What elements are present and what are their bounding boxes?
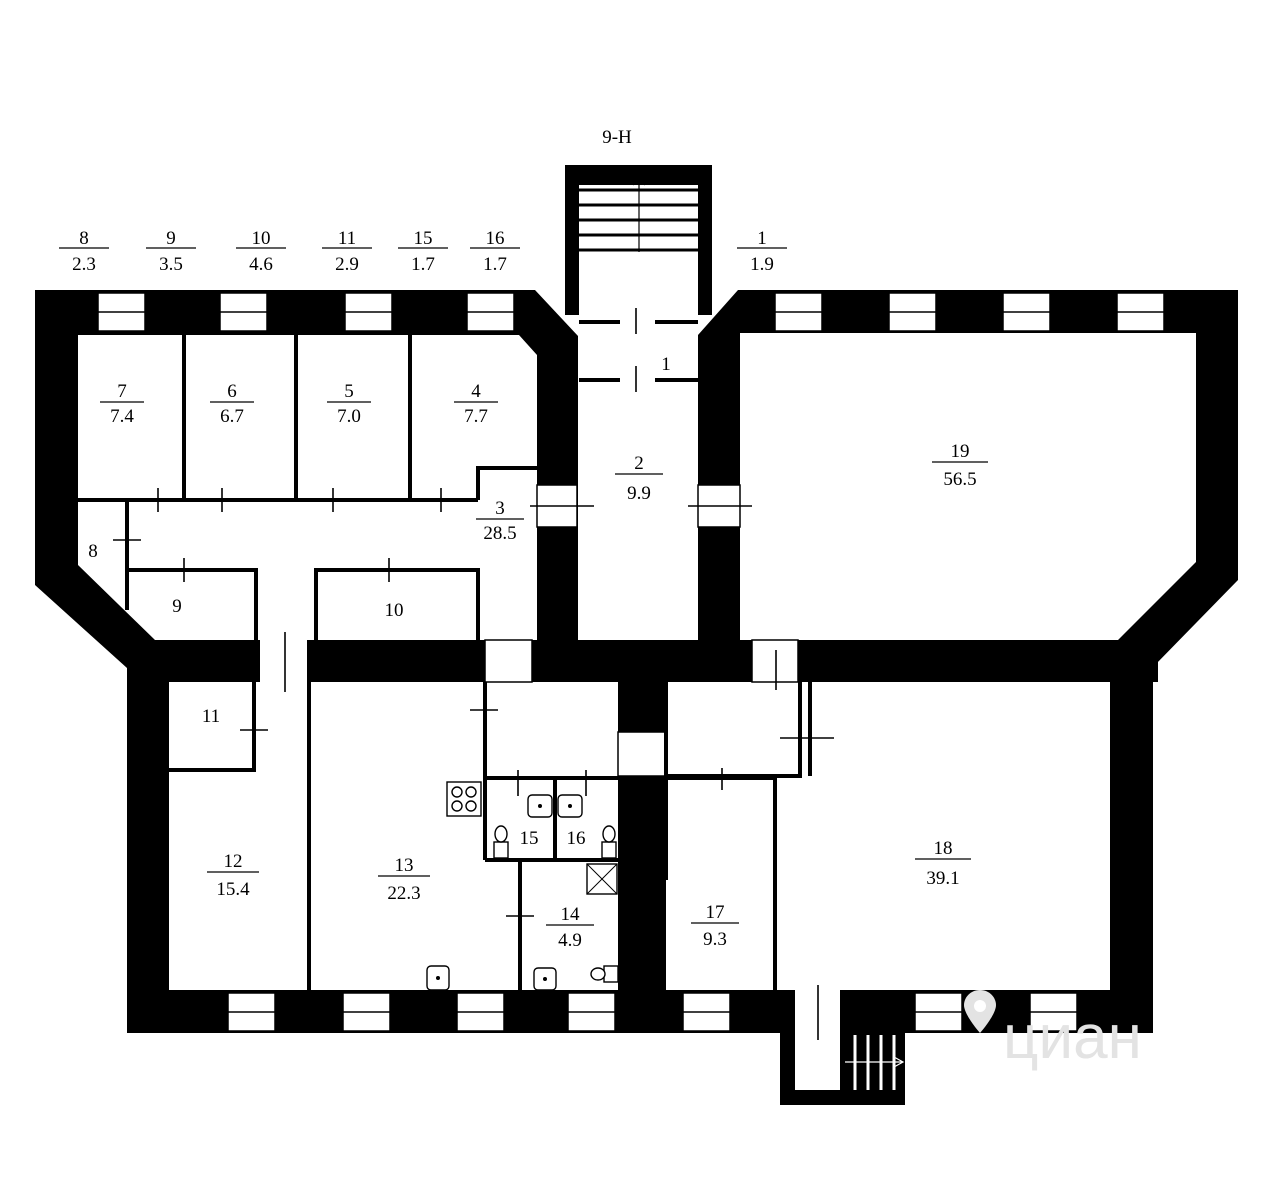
- room-area: 56.5: [943, 469, 976, 490]
- room-number: 9: [172, 596, 182, 617]
- balcony-num: 9: [166, 228, 176, 249]
- room-num: 5: [344, 381, 354, 402]
- location-pin-icon: [964, 990, 996, 1033]
- room-area: 9.9: [627, 483, 651, 504]
- room-number: 8: [88, 541, 98, 562]
- room-area: 4.9: [558, 930, 582, 951]
- room-area: 28.5: [483, 523, 516, 544]
- toilet-icon: [493, 825, 619, 983]
- partitions: [78, 320, 812, 990]
- balcony-num: 10: [252, 228, 271, 249]
- watermark: циан: [1003, 1003, 1142, 1072]
- room-num: 14: [561, 904, 581, 925]
- room-number: 10: [385, 600, 404, 621]
- room-area: 7.4: [110, 406, 134, 427]
- room-area: 7.0: [337, 406, 361, 427]
- balcony-num: 15: [414, 228, 433, 249]
- balcony-area: 1.7: [411, 254, 435, 275]
- room-num: 7: [117, 381, 127, 402]
- shower-icon: [586, 863, 618, 895]
- balcony-area: 2.9: [335, 254, 359, 275]
- balcony-num: 1: [757, 228, 767, 249]
- balcony-labels: 8 2.3 9 3.5 10 4.6 11 2.9 15 1.7 16 1.7 …: [59, 228, 787, 275]
- windows: [97, 292, 1165, 1032]
- room-num: 17: [706, 902, 725, 923]
- stair-9h: [579, 174, 698, 255]
- exterior-walls: [35, 165, 1238, 1105]
- balcony-area: 4.6: [249, 254, 273, 275]
- balcony-area: 3.5: [159, 254, 183, 275]
- room-number: 11: [202, 706, 220, 727]
- room-num: 12: [224, 851, 243, 872]
- room-num: 2: [634, 453, 644, 474]
- room-number: 16: [567, 828, 586, 849]
- balcony-num: 11: [338, 228, 356, 249]
- stove-icon: [446, 781, 482, 817]
- room-area: 6.7: [220, 406, 244, 427]
- room-area: 22.3: [387, 883, 420, 904]
- balcony-num: 8: [79, 228, 89, 249]
- room-labels: 7 7.4 6 6.7 5 7.0 4 7.7 3 28.5 2 9.9 19 …: [100, 381, 988, 951]
- balcony-area: 2.3: [72, 254, 96, 275]
- room-area: 7.7: [464, 406, 488, 427]
- stair-south: [817, 985, 905, 1090]
- sink-icon: [426, 794, 583, 991]
- room-number-labels: 1 8 9 10 11 15 16: [88, 354, 671, 849]
- room-area: 9.3: [703, 929, 727, 950]
- room-number: 1: [661, 354, 671, 375]
- room-area: 39.1: [926, 868, 959, 889]
- room-num: 18: [934, 838, 953, 859]
- doors: [113, 308, 834, 917]
- room-num: 6: [227, 381, 237, 402]
- balcony-area: 1.9: [750, 254, 774, 275]
- section-label: 9-Н: [602, 127, 632, 148]
- room-num: 3: [495, 498, 505, 519]
- room-num: 19: [951, 441, 970, 462]
- room-number: 15: [520, 828, 539, 849]
- room-num: 13: [395, 855, 414, 876]
- room-area: 15.4: [216, 879, 250, 900]
- balcony-num: 16: [486, 228, 505, 249]
- room-num: 4: [471, 381, 481, 402]
- balcony-area: 1.7: [483, 254, 507, 275]
